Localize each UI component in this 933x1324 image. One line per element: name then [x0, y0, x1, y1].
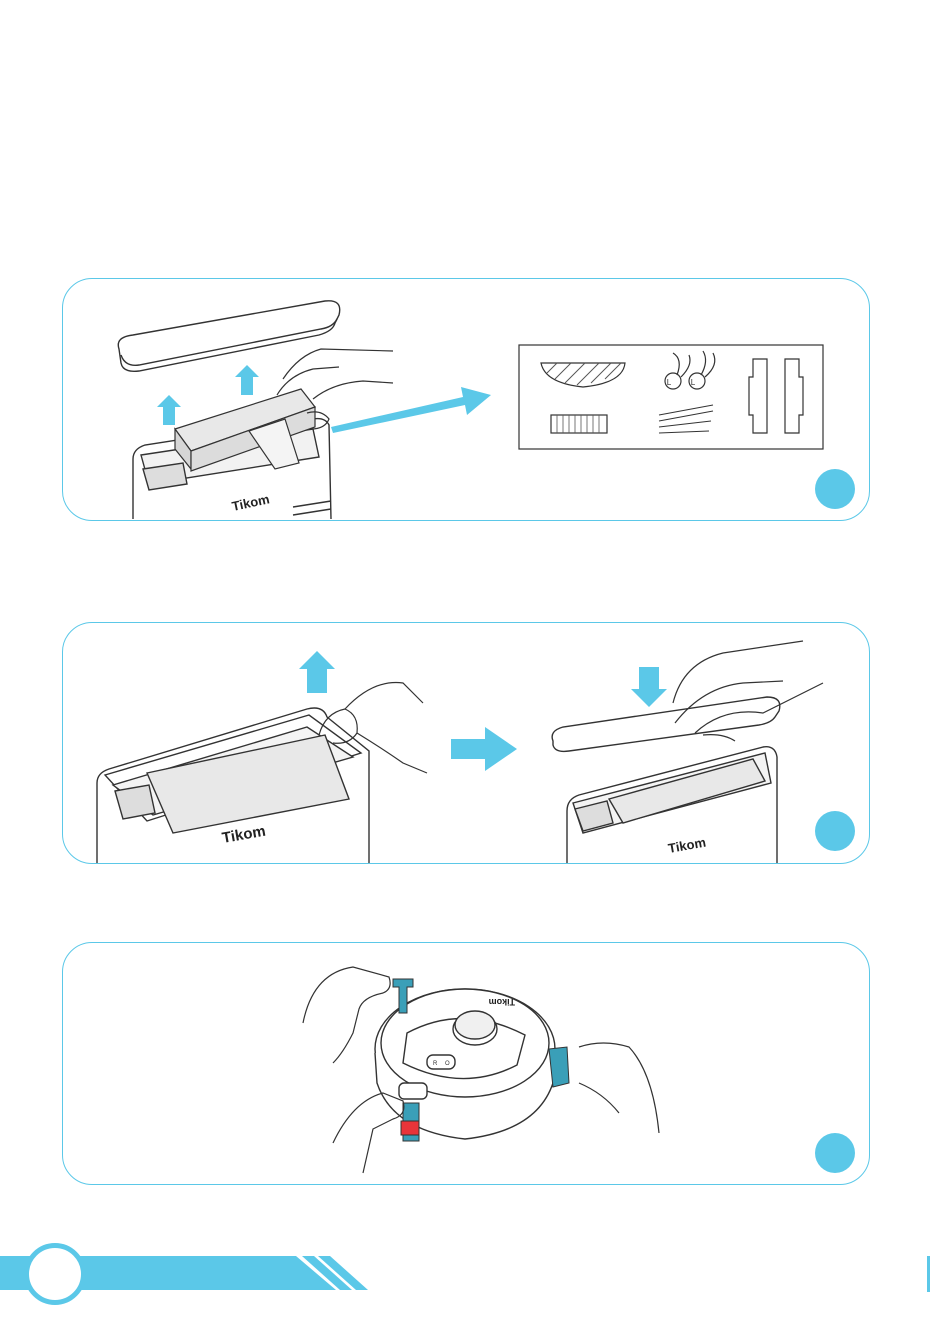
edge-marker: [927, 1256, 930, 1292]
footer-bar: [0, 1256, 933, 1324]
robot-button-right: O: [445, 1061, 450, 1067]
step-1-illustration: Tikom: [63, 279, 870, 521]
page-number-badge: [24, 1243, 86, 1305]
dock-lid: [118, 301, 339, 372]
brush-clip-right: [549, 1047, 569, 1087]
accessory-contents-card: [519, 345, 823, 449]
step-number-badge-3: [815, 1133, 855, 1173]
up-arrow-bag: [299, 651, 335, 693]
step-panel-1: Tikom: [62, 278, 870, 521]
step-number-badge-2: [815, 811, 855, 851]
up-arrow-right: [235, 365, 259, 395]
step-3-illustration: Tikom R O: [63, 943, 870, 1185]
robot-button-left: R: [433, 1061, 438, 1067]
step-2-illustration: Tikom Tikom: [63, 623, 870, 864]
next-arrow: [451, 727, 517, 771]
brush-clip-red: [401, 1121, 419, 1135]
step-panel-2: Tikom Tikom: [62, 622, 870, 864]
dock-lid-closing: [552, 697, 780, 751]
step-panel-3: Tikom R O: [62, 942, 870, 1185]
down-arrow-lid: [631, 667, 667, 707]
step-number-badge-1: [815, 469, 855, 509]
side-brush-left-label: L: [667, 378, 672, 387]
side-brush-right-label: L: [691, 378, 696, 387]
pointer-arrow: [331, 387, 491, 433]
up-arrow-left: [157, 395, 181, 425]
robot-logo: Tikom: [489, 997, 515, 1007]
